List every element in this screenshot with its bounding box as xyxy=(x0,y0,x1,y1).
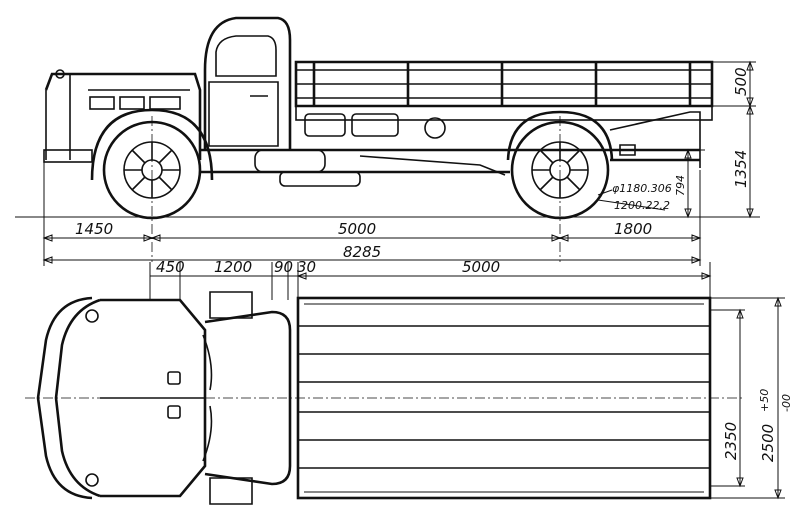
dim-wheelbase: 5000 xyxy=(338,220,376,238)
front-bumper-top xyxy=(36,296,93,500)
dim-bed-width: 2350 xyxy=(722,422,740,460)
drive-shaft xyxy=(359,155,506,176)
hood-louvre-2 xyxy=(119,96,145,110)
hood-ornament xyxy=(55,69,65,79)
battery-box xyxy=(279,171,361,187)
cab-outline xyxy=(203,16,292,150)
dim-overall-width: 2500 xyxy=(759,424,777,462)
cargo-bed-top xyxy=(296,296,712,500)
dim-frame-height: 1354 xyxy=(732,150,750,188)
hood-front xyxy=(45,74,71,160)
dim-overall-length: 8285 xyxy=(343,243,381,261)
top-horizontal-dimensions xyxy=(149,262,712,300)
dim-90: 90 xyxy=(274,258,293,276)
hood-nose-top xyxy=(54,298,101,498)
dim-axle-height: 794 xyxy=(674,175,687,196)
tol-upper: +50 xyxy=(758,389,771,412)
front-fender-top-right xyxy=(209,477,253,505)
dim-front-overhang: 1450 xyxy=(75,220,113,238)
hood-latch-1 xyxy=(167,371,181,385)
hood-louvre-1 xyxy=(89,96,115,110)
cab-window xyxy=(215,35,277,77)
top-vertical-dimensions xyxy=(710,296,785,500)
side-view: 1450 5000 1800 8285 500 1354 794 φ1180.3… xyxy=(15,16,760,266)
headlamp-left xyxy=(85,309,99,323)
chassis-frame xyxy=(200,148,700,174)
side-horizontal-dimensions xyxy=(42,162,702,266)
front-fender xyxy=(90,108,214,181)
cargo-bed-side xyxy=(294,60,714,168)
dim-bed-length: 5000 xyxy=(462,258,500,276)
dim-30: 30 xyxy=(297,258,316,276)
tol-lower: -00 xyxy=(780,394,793,412)
rear-fender xyxy=(506,110,614,161)
spare-wheel-hub xyxy=(424,117,446,139)
top-view: 450 1200 90 30 5000 2350 2500 +50 -00 xyxy=(25,258,793,505)
tyre-leader xyxy=(597,189,613,196)
cab-roof xyxy=(204,310,292,486)
fuel-tank xyxy=(254,149,326,173)
cab-door xyxy=(208,81,279,147)
rear-hitch xyxy=(615,144,666,156)
front-fender-top-left xyxy=(209,291,253,319)
dim-1200: 1200 xyxy=(214,258,252,276)
hood-louvre-3 xyxy=(149,96,181,110)
tyre-leader-2 xyxy=(597,199,666,211)
tyre-label-2: 1200.22.2 xyxy=(614,199,670,212)
hood-top xyxy=(44,72,202,160)
dim-bed-side-height: 500 xyxy=(732,67,750,96)
front-bumper xyxy=(43,149,93,163)
headlamp-right xyxy=(85,473,99,487)
tyre-label-1: φ1180.306 xyxy=(612,182,672,195)
hood-vent-lines xyxy=(202,334,213,462)
hood-latch-2 xyxy=(167,405,181,419)
dim-rear-overhang: 1800 xyxy=(614,220,652,238)
dim-450: 450 xyxy=(156,258,185,276)
side-vertical-dimensions xyxy=(684,60,756,219)
